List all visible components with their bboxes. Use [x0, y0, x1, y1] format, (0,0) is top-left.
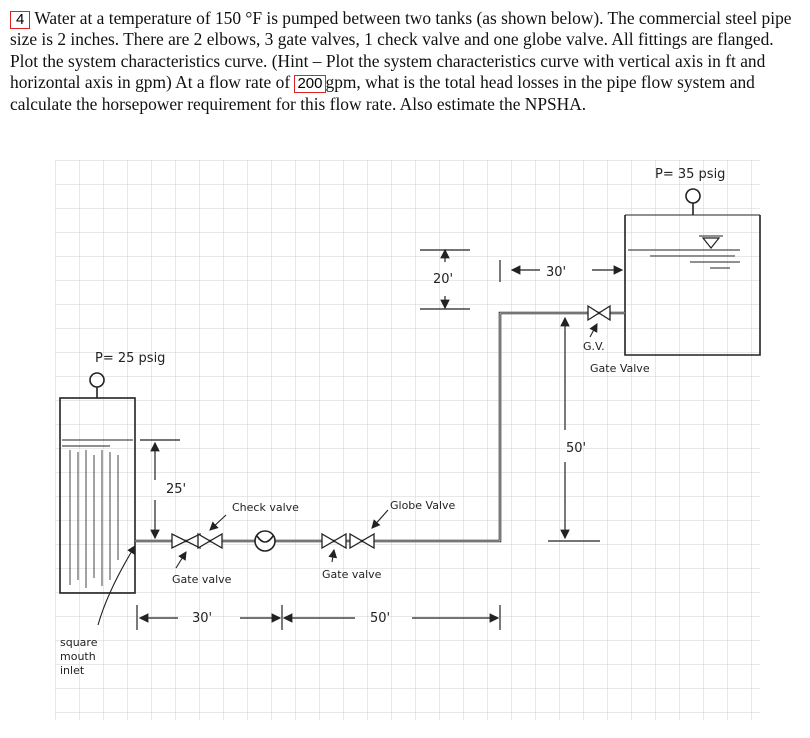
left-tank-pressure-label: P= 25 psig: [95, 351, 165, 366]
dimension-20ft-label: 20': [433, 272, 453, 287]
water-level-triangle-icon: [699, 235, 723, 249]
gate-valve-mid-icon: [321, 532, 347, 550]
gv-pointer: [589, 323, 598, 338]
dimension-50ft-bottom: [282, 605, 501, 630]
globe-valve-label: Globe Valve: [390, 499, 456, 512]
problem-text-after: gpm, what is the total head losses in th…: [10, 72, 755, 114]
problem-text-before: Water at a temperature of 150 °F is pump…: [10, 8, 792, 93]
inlet-pointer: [97, 545, 136, 626]
gv-label: G.V.: [583, 340, 605, 353]
dimension-30ft-bottom: [136, 605, 283, 630]
flow-rate-highlight: 200: [294, 75, 326, 94]
dimension-25ft-label: 25': [166, 482, 186, 497]
gate-valve-right-icon: [587, 304, 611, 322]
right-pressure-gauge-icon: [685, 188, 701, 215]
right-tank-pressure-label: P= 35 psig: [655, 167, 725, 182]
left-pressure-gauge-icon: [89, 372, 105, 398]
dimension-20ft: [420, 248, 470, 310]
dimension-50ft-riser: [548, 316, 600, 542]
dimension-30ft-top: [499, 260, 624, 282]
dimension-50ft-bottom-label: 50': [370, 611, 390, 626]
dimension-50ft-riser-label: 50': [566, 441, 586, 456]
left-tank-water-hatch: [69, 450, 119, 588]
globe-valve-pointer: [371, 509, 389, 529]
dimension-25ft: [140, 439, 180, 540]
globe-valve-icon: [349, 532, 375, 550]
pipe-run-inner: [135, 312, 625, 542]
gate-valve-mid-pointer: [328, 548, 338, 563]
dimension-30ft-bottom-label: 30': [192, 611, 212, 626]
dimension-30ft-top-label: 30': [546, 265, 566, 280]
check-valve-pointer: [209, 514, 227, 531]
inlet-label-line3: inlet: [60, 664, 85, 677]
check-valve-label: Check valve: [232, 501, 299, 514]
check-valve-icon: [254, 530, 276, 552]
gate-valve-left-label: Gate valve: [172, 573, 232, 586]
inlet-label-line2: mouth: [60, 650, 96, 663]
gate-valve-mid-label: Gate valve: [322, 568, 382, 581]
gate-valve-right-label: Gate Valve: [590, 362, 650, 375]
gate-valve-left-2-icon: [197, 532, 223, 550]
gate-valve-left-pointer: [175, 551, 187, 569]
inlet-label-line1: square: [60, 636, 98, 649]
